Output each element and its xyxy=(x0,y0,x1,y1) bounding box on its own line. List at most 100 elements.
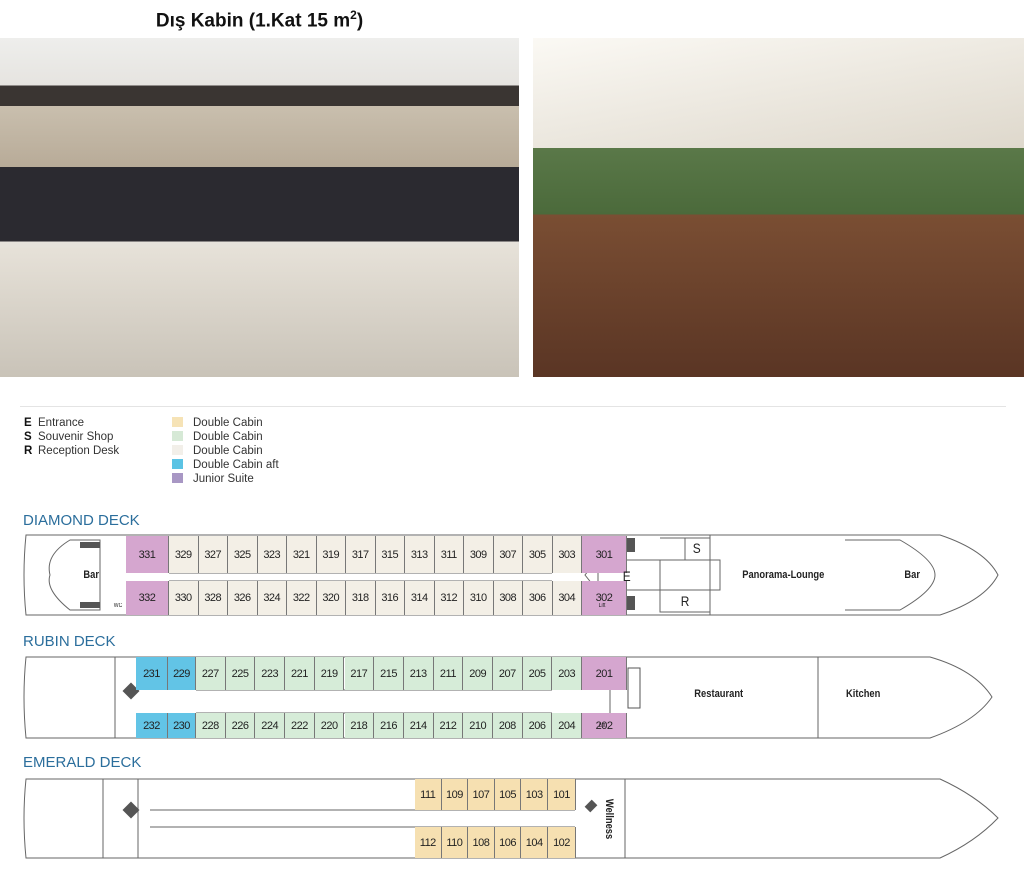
rubin-hull xyxy=(23,656,993,739)
cabin-302[interactable]: 302 xyxy=(582,581,627,615)
cabin-318[interactable]: 318 xyxy=(346,581,376,615)
reception-label: R xyxy=(680,593,690,609)
cabin-217[interactable]: 217 xyxy=(344,657,375,690)
legend-type-item: Double Cabin xyxy=(172,430,279,444)
diamond-hull xyxy=(23,534,999,616)
cabin-220[interactable]: 220 xyxy=(314,713,345,738)
legend-type-label: Double Cabin aft xyxy=(193,459,279,471)
cabin-316[interactable]: 316 xyxy=(375,581,405,615)
cabin-224[interactable]: 224 xyxy=(255,713,286,738)
cabin-107[interactable]: 107 xyxy=(468,779,495,810)
cabin-103[interactable]: 103 xyxy=(521,779,548,810)
cabin-325[interactable]: 325 xyxy=(228,536,258,573)
cabin-314[interactable]: 314 xyxy=(405,581,435,615)
cabin-213[interactable]: 213 xyxy=(403,657,434,690)
cabin-324[interactable]: 324 xyxy=(257,581,287,615)
cabin-225[interactable]: 225 xyxy=(225,657,256,690)
legend-swatch xyxy=(172,431,183,441)
cabin-112[interactable]: 112 xyxy=(415,827,442,858)
cabin-106[interactable]: 106 xyxy=(494,827,522,858)
cabin-216[interactable]: 216 xyxy=(374,713,404,738)
cabin-303[interactable]: 303 xyxy=(552,536,582,573)
cabin-212[interactable]: 212 xyxy=(433,713,464,738)
cabin-319[interactable]: 319 xyxy=(316,536,346,573)
cabin-230[interactable]: 230 xyxy=(168,713,196,738)
wellness-label: Wellness xyxy=(602,798,615,840)
cabin-329[interactable]: 329 xyxy=(169,536,199,573)
cabin-205[interactable]: 205 xyxy=(522,657,553,690)
cabin-228[interactable]: 228 xyxy=(196,713,226,738)
legend-swatch xyxy=(172,459,183,469)
cabin-203[interactable]: 203 xyxy=(552,657,583,690)
cabin-219[interactable]: 219 xyxy=(314,657,345,690)
cabin-331[interactable]: 331 xyxy=(126,536,169,573)
cabin-321[interactable]: 321 xyxy=(287,536,317,573)
divider xyxy=(20,406,1006,407)
cabin-210[interactable]: 210 xyxy=(463,713,493,738)
cabin-211[interactable]: 211 xyxy=(433,657,464,690)
cabin-232[interactable]: 232 xyxy=(136,713,168,738)
cabin-322[interactable]: 322 xyxy=(287,581,317,615)
legend-swatch xyxy=(172,473,183,483)
cabin-206[interactable]: 206 xyxy=(522,713,553,738)
cabin-327[interactable]: 327 xyxy=(198,536,228,573)
legend-swatch xyxy=(172,445,183,455)
legend-type-label: Junior Suite xyxy=(193,473,254,485)
cabin-326[interactable]: 326 xyxy=(228,581,258,615)
cabin-209[interactable]: 209 xyxy=(463,657,493,690)
kitchen-label: Kitchen xyxy=(846,688,881,700)
stairs xyxy=(80,538,641,819)
cabin-109[interactable]: 109 xyxy=(441,779,469,810)
cabin-101[interactable]: 101 xyxy=(548,779,576,810)
cabin-312[interactable]: 312 xyxy=(434,581,464,615)
cabin-308[interactable]: 308 xyxy=(493,581,523,615)
bed xyxy=(0,248,519,377)
cabin-301[interactable]: 301 xyxy=(582,536,627,573)
cabin-110[interactable]: 110 xyxy=(441,827,469,858)
cabin-207[interactable]: 207 xyxy=(493,657,523,690)
cabin-304[interactable]: 304 xyxy=(552,581,582,615)
cabin-215[interactable]: 215 xyxy=(374,657,404,690)
cabin-204[interactable]: 204 xyxy=(552,713,583,738)
page-title: Dış Kabin (1.Kat 15 m2) xyxy=(155,8,364,32)
cabin-214[interactable]: 214 xyxy=(403,713,434,738)
cabin-306[interactable]: 306 xyxy=(523,581,553,615)
cabin-315[interactable]: 315 xyxy=(375,536,405,573)
cabin-229[interactable]: 229 xyxy=(168,657,196,690)
cabin-317[interactable]: 317 xyxy=(346,536,376,573)
lift-label: Lift xyxy=(598,723,606,729)
cabin-218[interactable]: 218 xyxy=(344,713,375,738)
cabin-108[interactable]: 108 xyxy=(468,827,495,858)
cabin-310[interactable]: 310 xyxy=(464,581,494,615)
diamond-deck-title: DIAMOND DECK xyxy=(23,512,140,529)
sun-deck-photo xyxy=(533,38,1024,377)
cabin-223[interactable]: 223 xyxy=(255,657,286,690)
cabin-104[interactable]: 104 xyxy=(521,827,548,858)
cabin-309[interactable]: 309 xyxy=(464,536,494,573)
cabin-313[interactable]: 313 xyxy=(405,536,435,573)
cabin-305[interactable]: 305 xyxy=(523,536,553,573)
cabin-231[interactable]: 231 xyxy=(136,657,168,690)
cabin-221[interactable]: 221 xyxy=(285,657,315,690)
cabin-202[interactable]: 202 xyxy=(582,713,628,738)
bar-fwd-label: Bar xyxy=(904,569,920,581)
cabin-332[interactable]: 332 xyxy=(126,581,169,615)
cabin-311[interactable]: 311 xyxy=(434,536,464,573)
cabin-330[interactable]: 330 xyxy=(169,581,199,615)
cabin-320[interactable]: 320 xyxy=(316,581,346,615)
cabin-227[interactable]: 227 xyxy=(196,657,226,690)
cabin-328[interactable]: 328 xyxy=(198,581,228,615)
diamond-bar-aft xyxy=(48,539,101,611)
cabin-105[interactable]: 105 xyxy=(494,779,522,810)
cabin-307[interactable]: 307 xyxy=(493,536,523,573)
cabin-222[interactable]: 222 xyxy=(285,713,315,738)
cabin-201[interactable]: 201 xyxy=(582,657,628,690)
cabin-323[interactable]: 323 xyxy=(257,536,287,573)
cabin-208[interactable]: 208 xyxy=(493,713,523,738)
cabin-226[interactable]: 226 xyxy=(225,713,256,738)
cabin-111[interactable]: 111 xyxy=(415,779,442,810)
cabin-102[interactable]: 102 xyxy=(548,827,576,858)
entrance-label: E xyxy=(622,568,631,584)
cabin-photo xyxy=(0,38,519,377)
